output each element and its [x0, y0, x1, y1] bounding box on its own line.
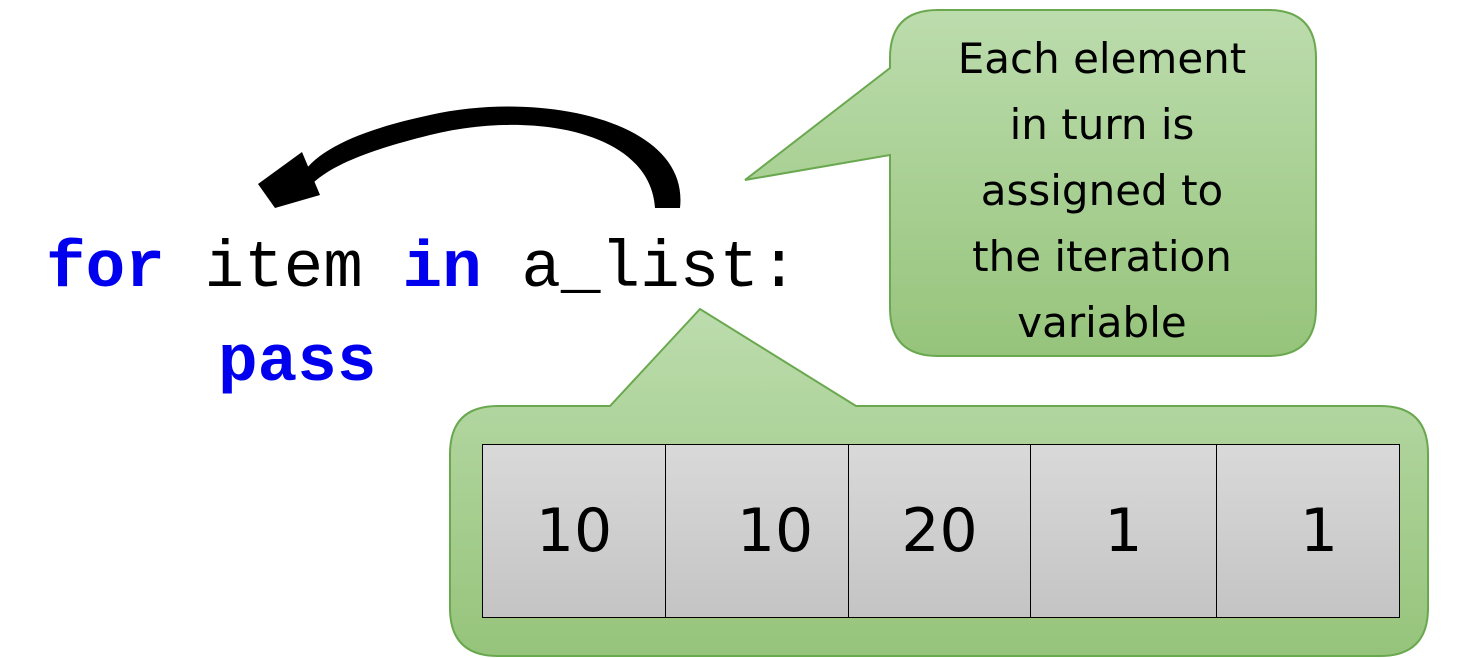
keyword-for: for: [46, 231, 165, 306]
code-line-pass: pass: [218, 330, 376, 396]
list-cell-value: 10: [736, 496, 814, 566]
keyword-in: in: [402, 231, 482, 306]
arrow-head-icon: [258, 152, 320, 208]
keyword-pass: pass: [218, 325, 377, 400]
callout-line: assigned to: [980, 166, 1224, 215]
loop-variable: item: [204, 231, 363, 306]
list-cell-value: 1: [1299, 496, 1339, 566]
callout-line: in turn is: [1009, 100, 1195, 149]
list-cell: 10: [665, 444, 848, 618]
iterable-name: a_list:: [521, 231, 799, 306]
list-cell: 10: [482, 444, 665, 618]
list-cell-value: 1: [1104, 496, 1143, 566]
list-cell: 1: [1216, 444, 1400, 618]
list-cells: 10 10 20 1 1: [482, 444, 1400, 618]
callout-line: variable: [1017, 298, 1187, 347]
callout-line: Each element: [957, 34, 1247, 83]
iteration-callout-text: Each element in turn is assigned to the …: [930, 26, 1274, 356]
list-cell-value: 20: [901, 496, 978, 566]
list-cell: 1: [1030, 444, 1216, 618]
list-cell-value: 10: [535, 496, 613, 566]
callout-line: the iteration: [972, 232, 1232, 281]
list-cell: 20: [848, 444, 1030, 618]
iteration-arrow: [258, 106, 681, 208]
code-line-for: for item in a_list:: [46, 236, 799, 302]
iteration-callout-bubble: [744, 9, 1317, 357]
